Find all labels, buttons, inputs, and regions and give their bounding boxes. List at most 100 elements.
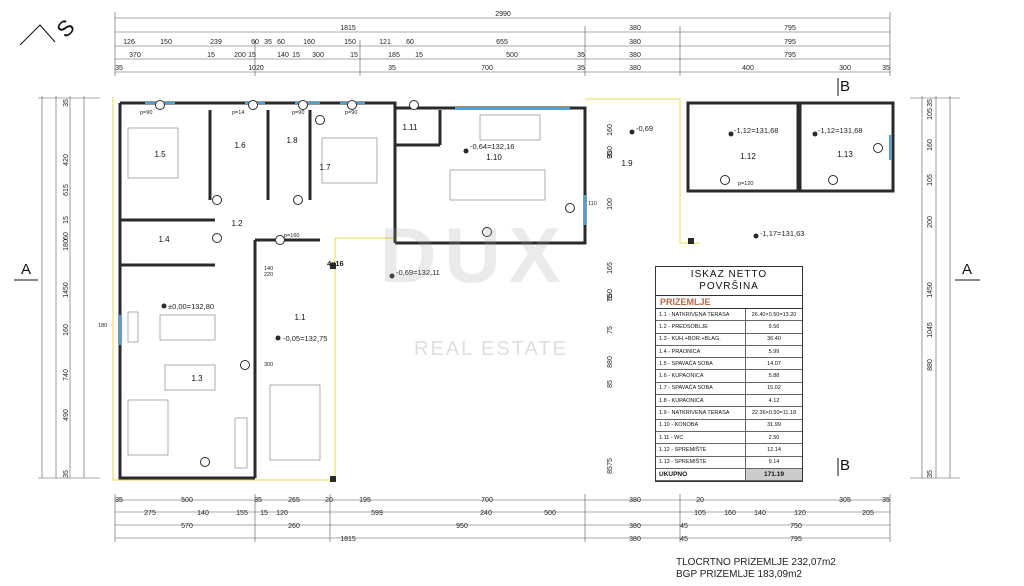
dimension-label: 1450 [927,282,934,298]
dimension-label: 655 [496,39,508,46]
dimension-label: 35 [927,99,934,107]
dimension-label: 100 [607,198,614,210]
dimension-label: 305 [839,497,851,504]
dimension-label: 380 [629,25,641,32]
dimension-label: 950 [456,523,468,530]
north-arrow-letter: S [52,14,80,42]
area-room-value: 26.40×0.50=13.20 [745,309,802,322]
dimension-label: 185 [388,52,400,59]
dimension-label: 35 [63,99,70,107]
opening-label: 140 [264,266,273,272]
area-room-name: 1.9 - NATKRIVENA TERASA [656,406,746,420]
dimension-label: 95 [607,151,614,159]
dimension-label: 570 [181,523,193,530]
section-a-right: A [962,261,972,278]
footer-line1: TLOCRTNO PRIZEMLJE 232,07m2 [676,557,836,568]
area-room-name: 1.5 - SPAVAĆA SOBA [656,357,746,371]
dimension-label: 15 [260,510,268,517]
markers [155,100,883,467]
dimension-label: 140 [277,52,289,59]
area-room-name: 1.8 - KUPAONICA [656,394,746,408]
section-a-left: A [21,261,31,278]
dimension-label: 35 [577,65,585,72]
dimension-label: 160 [607,124,614,136]
area-room-value: 9.56 [745,320,802,334]
dimension-label: 121 [379,39,391,46]
dimension-label: 15 [207,52,215,59]
dimension-label: 195 [359,497,371,504]
dimension-label: 750 [790,523,802,530]
dimension-label: 275 [144,510,156,517]
level-label: -0,69=132,11 [396,268,440,277]
dimension-label: 165 [607,262,614,274]
room-labels: 1.5 1.6 1.8 1.7 1.11 1.10 1.9 1.12 1.13 … [154,123,853,383]
dimension-label: 105 [927,108,934,120]
dimension-label: 2990 [495,11,511,18]
dimension-label: 180 [63,239,70,251]
dimension-label: 35 [115,497,123,504]
area-room-name: 1.4 - PRAONICA [656,345,746,359]
dimension-label: 380 [629,523,641,530]
area-room-name: 1.10 - KONOBA [656,419,746,432]
dimension-label: 160 [724,510,736,517]
dimension-label: 880 [607,356,614,368]
dimension-label: 45 [680,523,688,530]
dimension-label: 700 [481,65,493,72]
room-1-11: 1.11 [403,123,419,132]
dimension-label: 105 [927,174,934,186]
room-1-4: 1.4 [158,235,170,244]
pillar-label: 4x16 [327,259,344,268]
area-room-name: 1.6 - KUPAONICA [656,369,746,383]
dimension-label: 380 [629,65,641,72]
area-table-title-line1: ISKAZ NETTO [690,269,768,280]
area-table-title: ISKAZ NETTO POVRŠINA [656,267,802,295]
dimension-label: 105 [694,510,706,517]
opening-label: p=90 [345,110,357,116]
dimension-label: 795 [784,39,796,46]
area-room-name: 1.12 - SPREMIŠTE [656,443,746,457]
dimension-label: 380 [629,39,641,46]
dimension-label: 35 [115,65,123,72]
right-dimension-lines [910,96,960,479]
level-label: -1,12=131,68 [818,126,862,135]
dimension-label: 150 [160,39,172,46]
dimension-label: 380 [629,52,641,59]
area-room-value: 4.12 [745,394,802,408]
level-dots [161,129,818,341]
dimension-label: 500 [506,52,518,59]
dimension-label: 380 [629,497,641,504]
dimension-label: 160 [63,324,70,336]
area-room-name: 1.2 - PREDSOBLJE [656,320,746,334]
dimension-label: 400 [742,65,754,72]
opening-label: 220 [264,272,273,278]
dimension-label: 330 [607,146,614,158]
opening-label: p=90 [292,110,304,116]
room-1-12: 1.12 [740,152,756,161]
dimension-label: 150 [344,39,356,46]
watermark-logo: DUX [380,211,569,299]
dimension-label: 795 [790,536,802,543]
dimension-label: 120 [794,510,806,517]
level-label: -0,64=132,16 [470,142,514,151]
dimension-label: 15 [248,52,256,59]
dimension-label: 550 [607,289,614,301]
dimension-label: 60 [277,39,285,46]
room-1-2: 1.2 [231,219,243,228]
dimension-label: 140 [197,510,209,517]
dimension-label: 300 [839,65,851,72]
room-1-8: 1.8 [286,136,298,145]
dimension-label: 200 [234,52,246,59]
dimension-label: 420 [63,154,70,166]
opening-label: p=14 [232,110,244,116]
dimension-label: 1045 [927,322,934,338]
room-1-10: 1.10 [486,153,502,162]
dimension-label: 45 [680,536,688,543]
